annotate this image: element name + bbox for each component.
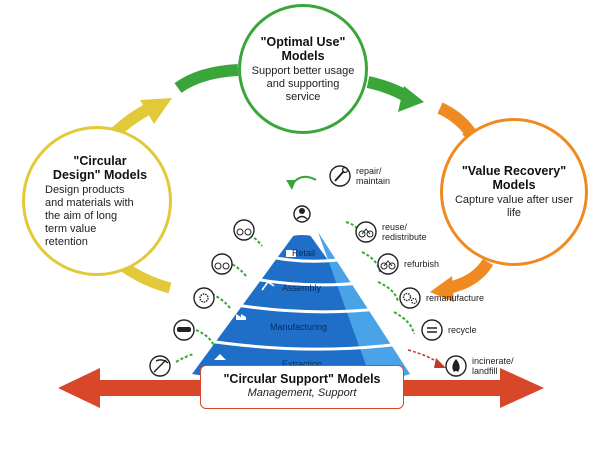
layer-label-extraction: Extraction <box>282 359 323 369</box>
bicycle-icon <box>233 219 255 241</box>
circular-design-circle: "Circular Design" Models Design products… <box>22 126 172 276</box>
store-icon <box>286 250 296 257</box>
repair-loop-arrowhead <box>286 180 296 190</box>
value-recovery-circle: "Value Recovery" Models Capture value af… <box>440 118 588 266</box>
circular-design-desc-3: the aim of long <box>45 209 118 222</box>
strategy-repair: repair/ maintain <box>356 166 390 186</box>
circular-support-title: "Circular Support" Models <box>223 372 381 386</box>
strategy-reuse: reuse/ redistribute <box>382 222 427 242</box>
layer-label-assembly: Assembly <box>282 283 322 293</box>
mine-icon <box>214 354 226 360</box>
strategy-incinerate: incinerate/ landfill <box>472 356 514 376</box>
gears-icon <box>193 287 215 309</box>
bicycle-icon <box>377 253 399 275</box>
robot-arm-icon <box>261 280 275 291</box>
flame-icon <box>445 355 467 377</box>
circular-design-desc-2: and materials with <box>45 196 134 209</box>
circular-support-subtitle: Management, Support <box>247 387 357 399</box>
green-arrow <box>174 64 239 93</box>
wrench-icon <box>329 165 351 187</box>
green-arrowhead <box>398 86 424 112</box>
landfill-arrow <box>407 349 441 365</box>
bicycle-icon <box>355 221 377 243</box>
circular-design-title-1: "Circular <box>73 153 127 168</box>
loop-arrow-reman <box>377 281 399 303</box>
strategy-refurbish: refurbish <box>404 259 440 269</box>
gears-icon <box>399 287 421 309</box>
strategy-remanufacture: remanufacture <box>426 293 485 303</box>
strategy-recycle: recycle <box>448 325 477 335</box>
optimal-use-circle: "Optimal Use" Models Support better usag… <box>238 4 368 134</box>
loop-arrow-refurbish <box>361 251 381 273</box>
strategy-repair-line1: repair/ <box>356 166 382 176</box>
loop-arrow-recycle <box>393 311 415 335</box>
value-recovery-desc-2: life <box>506 207 522 219</box>
orange-arrow-bottom <box>446 258 494 294</box>
loop-arrow-left-3 <box>211 293 231 309</box>
pyramid-body <box>192 224 410 383</box>
strategy-reuse-line1: reuse/ <box>382 222 408 232</box>
layer-label-retail: Retail <box>292 248 316 258</box>
layer-divider-2 <box>237 274 369 287</box>
optimal-use-title-2: Models <box>281 48 325 63</box>
value-recovery-title-2: Models <box>492 178 536 192</box>
layer-divider-3 <box>217 300 387 314</box>
bicycle-icon <box>211 253 233 275</box>
pickaxe-icon <box>149 355 171 377</box>
car-icon <box>173 319 195 341</box>
user-icon <box>293 205 311 223</box>
loop-arrow-left-5 <box>175 353 195 363</box>
layer-divider-1 <box>255 252 353 263</box>
circular-support-box: "Circular Support" Models Management, Su… <box>200 365 404 409</box>
circular-design-desc-4: term value <box>45 222 97 235</box>
value-recovery-desc-1: Capture value after user <box>454 194 573 206</box>
recycle-icon <box>421 319 443 341</box>
circular-design-desc-5: retention <box>45 235 88 248</box>
circular-design-desc-1: Design products <box>45 183 125 196</box>
layer-label-manufacturing: Manufacturing <box>270 322 328 332</box>
loop-arrow-left-4 <box>195 329 215 347</box>
layer-divider-4 <box>201 338 401 351</box>
strategy-incinerate-line2: landfill <box>472 366 498 376</box>
yellow-arrowhead <box>140 98 172 124</box>
factory-icon <box>236 314 246 320</box>
strategy-reuse-line2: redistribute <box>382 232 427 242</box>
value-recovery-title-1: "Value Recovery" <box>461 164 567 178</box>
optimal-use-desc-1: Support better usage <box>251 64 355 77</box>
pyramid-cap <box>288 223 318 236</box>
strategy-repair-line2: maintain <box>356 176 391 186</box>
circular-design-title-2: Design" Models <box>52 167 148 182</box>
orange-arrowhead-bottom <box>430 276 454 302</box>
optimal-use-desc-2: and supporting <box>266 77 340 90</box>
optimal-use-desc-3: service <box>285 90 321 103</box>
landfill-arrowhead <box>434 358 446 368</box>
strategy-incinerate-line1: incinerate/ <box>472 356 514 366</box>
optimal-use-title-1: "Optimal Use" <box>260 34 346 49</box>
